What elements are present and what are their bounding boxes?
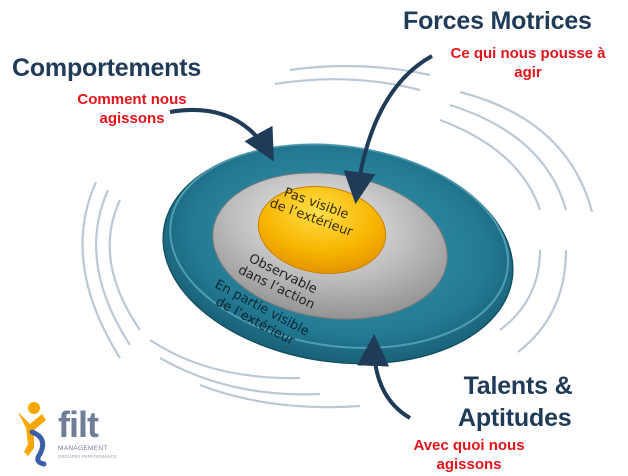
arrow-forces-motrices	[343, 54, 433, 204]
forces-motrices-subtitle-line2: agir	[514, 64, 542, 81]
comportements-title: Comportements	[12, 54, 202, 82]
outer-ring-highlight	[169, 143, 510, 349]
comportements-subtitle-line1: Comment nous	[77, 91, 187, 108]
talents-subtitle: Avec quoi nous agissons	[384, 436, 554, 474]
arrow-comportements	[169, 107, 274, 162]
logo-wordmark: filt	[58, 404, 99, 445]
talents-subtitle-line1: Avec quoi nous	[413, 437, 525, 454]
forces-motrices-subtitle: Ce qui nous pousse à agir	[428, 44, 628, 82]
wave-lines	[81, 64, 594, 409]
comportements-subtitle: Comment nous agissons	[62, 90, 202, 128]
forces-motrices-subtitle-line1: Ce qui nous pousse à	[450, 45, 606, 62]
arrow-talents	[357, 334, 412, 420]
filt-logo: filt MANAGEMENT GROUPES PERFORMANCE	[14, 398, 124, 472]
logo-subtitle: MANAGEMENT	[58, 445, 108, 452]
talents-title: Talents & Aptitudes	[458, 370, 578, 434]
logo-subtitle-small: GROUPES PERFORMANCE	[58, 454, 117, 459]
inner-core	[257, 185, 387, 275]
logo-figure-icon	[18, 402, 47, 467]
forces-motrices-title: Forces Motrices	[403, 7, 592, 35]
talents-title-line2: Aptitudes	[458, 404, 572, 432]
talents-subtitle-line2: agissons	[436, 456, 502, 473]
talents-title-line1: Talents &	[463, 372, 573, 400]
comportements-subtitle-line2: agissons	[99, 110, 165, 127]
